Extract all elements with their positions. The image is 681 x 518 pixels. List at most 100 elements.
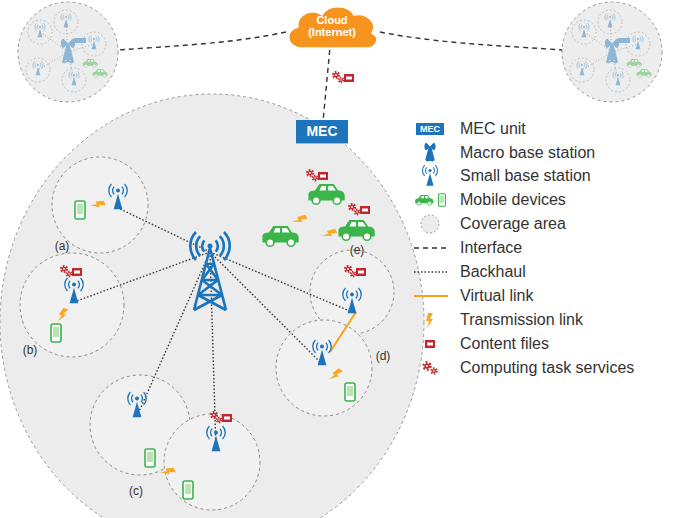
gear-hole [351,206,353,208]
small-base-station [605,13,615,27]
macro-base-station [62,39,74,62]
mobile-phone [145,449,155,467]
gear-icon [307,170,313,176]
station-mast [616,77,621,85]
interface-connector [323,50,330,120]
station-antenna [65,16,67,18]
signal-arc [588,23,589,30]
cloud-node: Cloud (Internet) [282,2,382,50]
station-antenna [214,431,218,435]
station-mast [580,67,585,75]
tower-leg [607,44,617,63]
callout-letter: (a) [55,239,70,253]
signal-arc [613,71,614,78]
signal-arc [63,15,65,19]
signal-arc [78,71,79,78]
signal-arc [633,35,634,42]
tower-lattice [194,264,226,310]
car-wheel [94,74,97,77]
virtual-link [330,312,356,352]
tower-antenna [67,43,69,45]
signal-arc [122,187,124,195]
car-window [273,228,290,232]
car-wheel [628,64,631,67]
car-wheel [417,201,421,205]
signal-arc [61,13,62,20]
gear-icon [217,418,222,423]
car [308,184,344,204]
signal-arc [326,343,328,351]
interface-line [118,32,286,50]
gear-hole [347,268,349,270]
signal-arc [581,25,583,29]
gear-teeth [211,412,217,418]
car-window [349,222,366,226]
phone-screen [77,204,83,214]
signal-arc [89,35,90,42]
gear-ring [217,418,221,422]
file-body [72,268,82,276]
signal-arc [347,291,349,299]
car-wheel [103,74,106,77]
station-mast [133,402,142,417]
signal-arc [640,37,642,41]
gear-ring [351,272,355,276]
gear-ring [432,369,436,373]
file-strip [320,175,326,178]
signal-arc [426,144,430,148]
gear-ring [355,210,359,214]
legend-label: Transmission link [460,311,583,329]
backhaul-line [137,252,210,416]
lightning-bolt [328,367,343,383]
gear-icon [67,272,72,277]
signal-arc [70,13,71,20]
signal-arc [579,23,580,30]
signal-arc [220,429,222,437]
node-label: MEC [306,124,337,139]
signal-arc [207,426,210,439]
tower-lattice [426,151,433,161]
gear-teeth [307,170,313,176]
legend-label: MEC unit [460,120,526,138]
tower-lattice [607,49,617,63]
signal-arc [65,278,68,291]
mobile-phone [183,481,193,499]
gear-teeth [345,266,351,272]
signal-arc [642,35,643,42]
transmission-link [159,466,175,478]
gear-hole [309,172,311,174]
legend-label: Macro base station [460,144,595,162]
file-strip [346,77,352,80]
signal-arc [426,143,427,149]
phone-screen [147,452,153,462]
mini-backhaul [584,32,612,52]
signal-arc [606,39,608,47]
tower-leg [194,248,226,310]
neighbour-illustration [570,10,652,92]
signal-arc [426,167,427,173]
gear-teeth [431,368,437,374]
signal-arc [68,15,70,19]
gear-hole [63,268,65,270]
mec-box [296,120,348,143]
signal-arc [196,236,200,256]
gear-icon [431,368,437,374]
signal-arc [313,340,316,353]
gear-hole [356,211,358,213]
signal-arc [96,37,98,41]
tower-leg [63,44,73,63]
file-body [318,172,328,180]
macro-base-station [606,39,618,62]
legend-backhaul [414,271,448,272]
file-body [425,340,435,348]
signal-arc [109,184,112,197]
file-body [356,268,366,276]
signal-arc [584,63,586,67]
signal-arc [433,167,434,173]
legend-label: Backhaul [460,263,526,281]
phone-body [345,383,355,401]
car [627,59,642,67]
file-body [222,414,232,422]
station-mast [426,173,433,186]
